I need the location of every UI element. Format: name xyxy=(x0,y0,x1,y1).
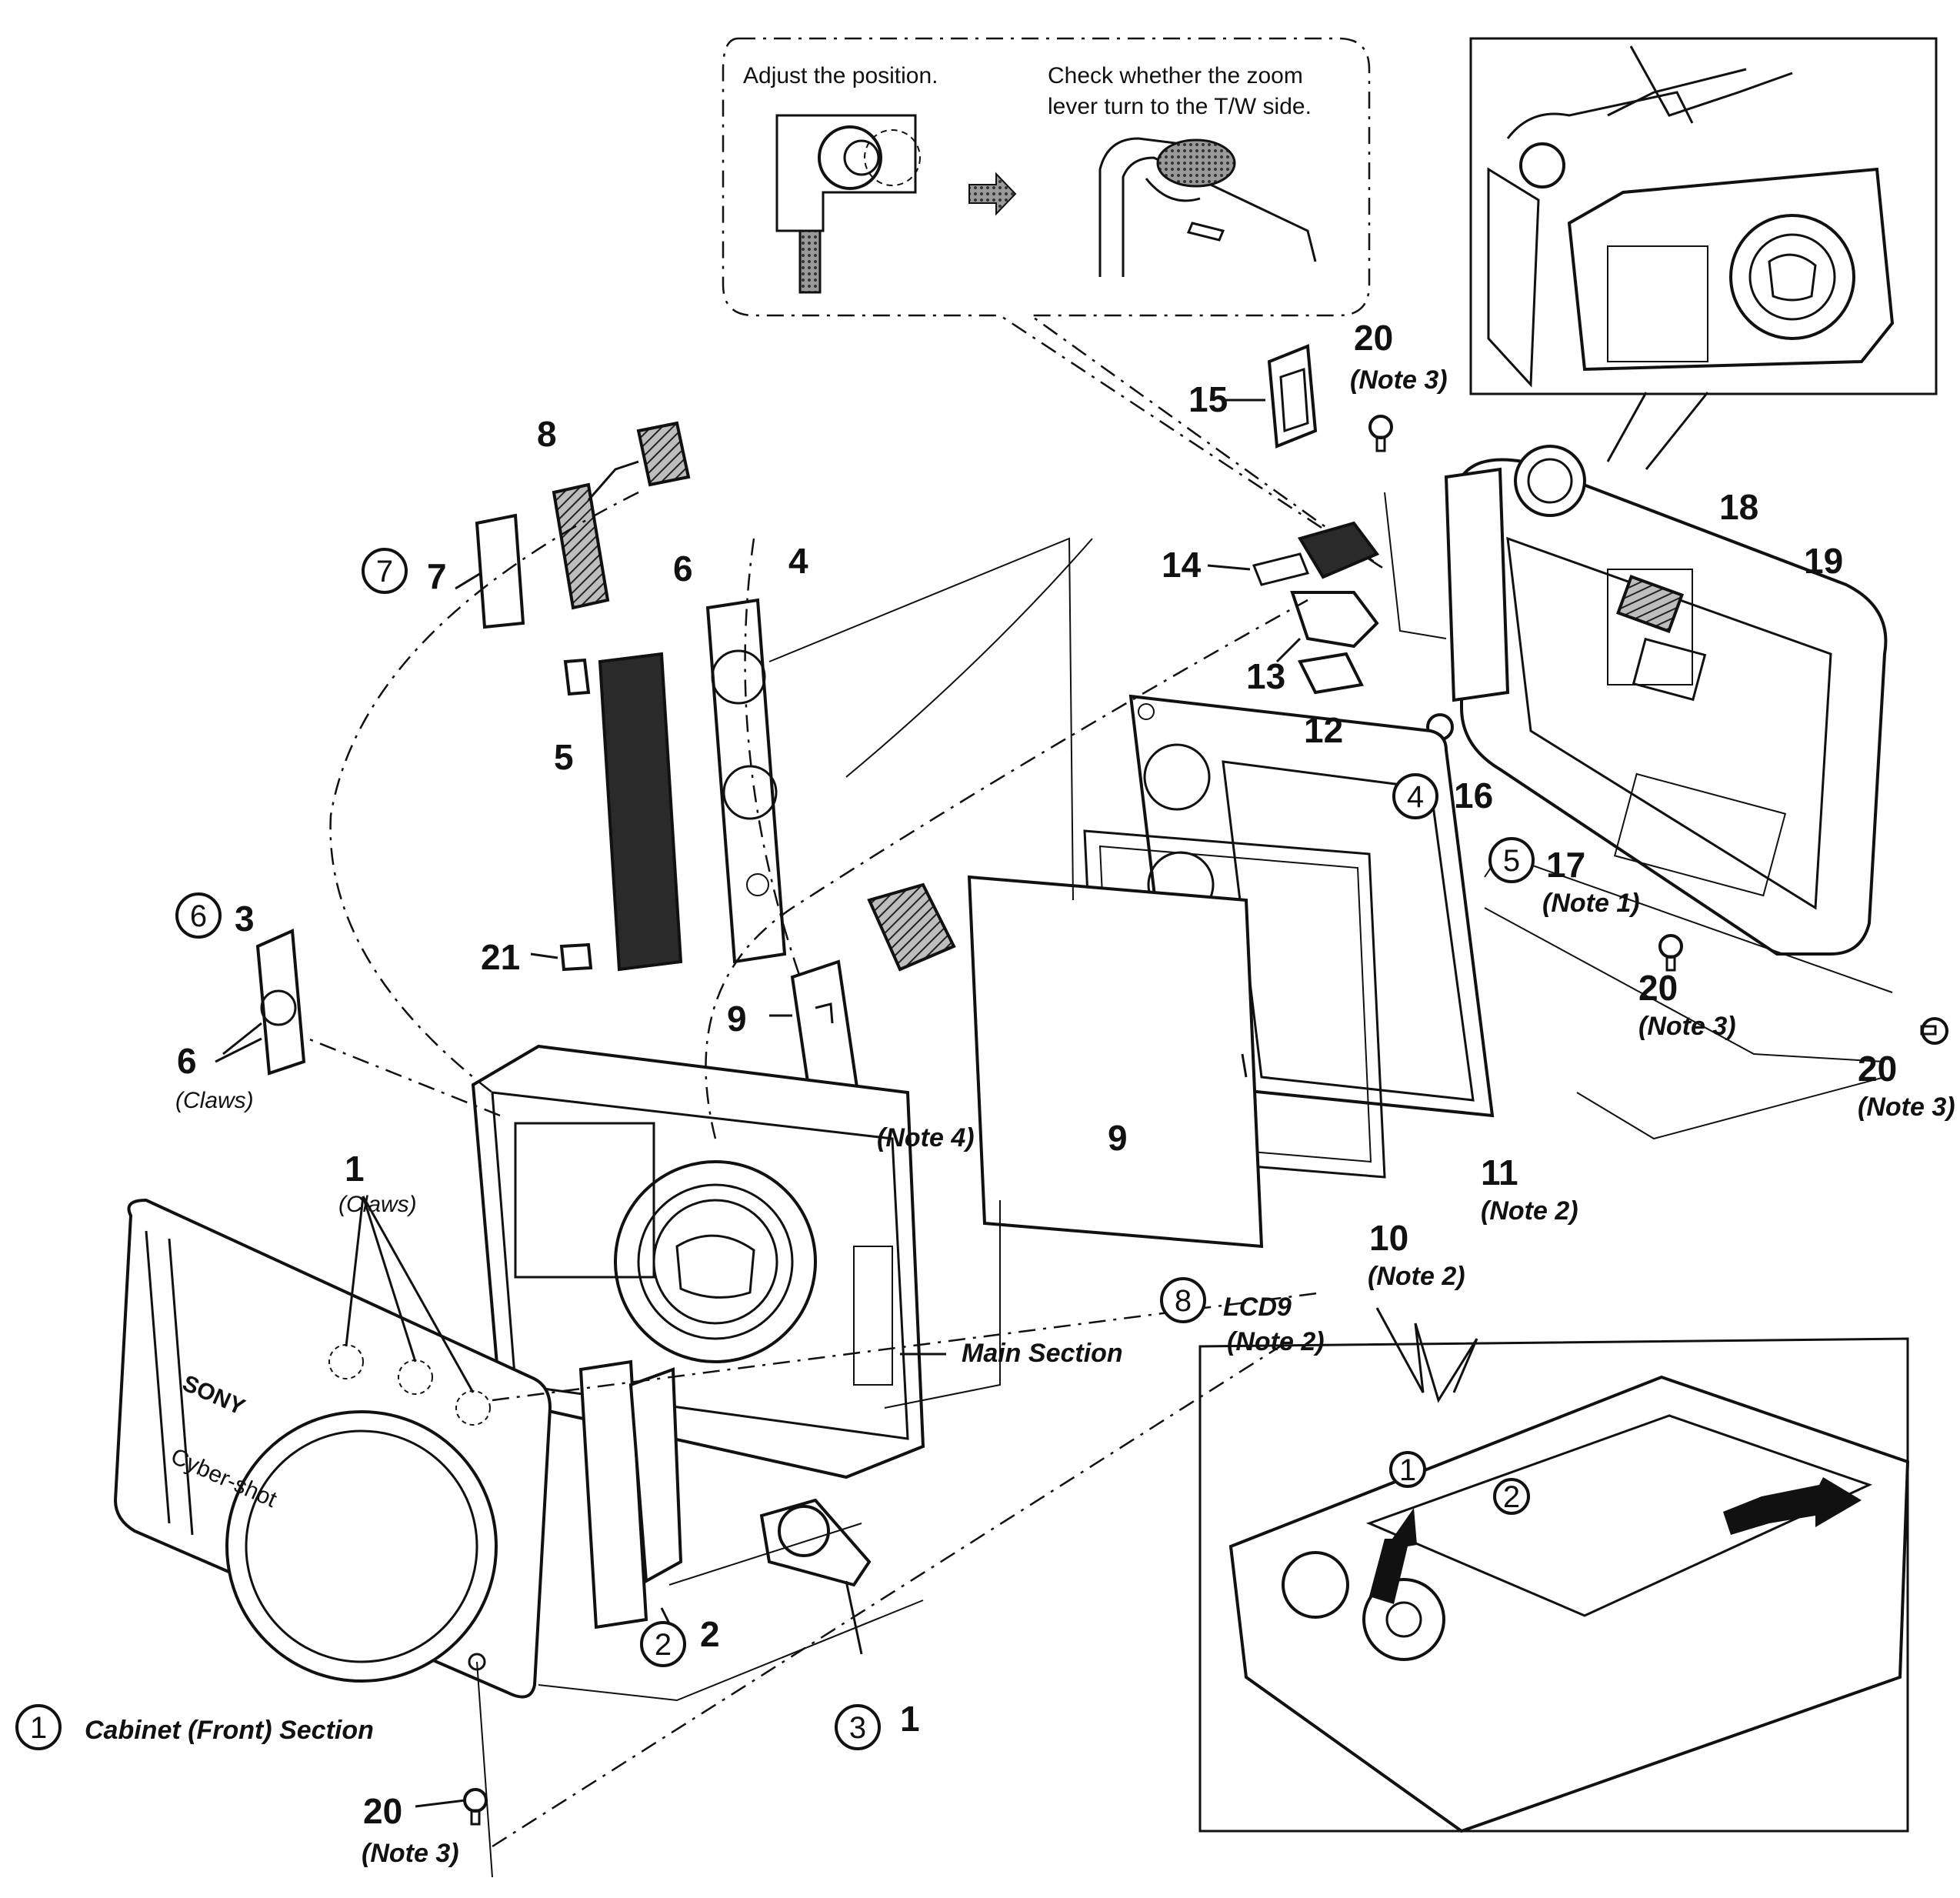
label-part-20-top: 20 xyxy=(1354,318,1393,358)
label-part-3: 3 xyxy=(235,899,255,939)
label-claws-6: (Claws) xyxy=(175,1088,254,1113)
label-part-12: 12 xyxy=(1304,710,1343,750)
step-7-marker: 7 xyxy=(362,548,408,594)
label-part-16: 16 xyxy=(1454,776,1493,816)
inset-step-2-circle xyxy=(1493,1478,1530,1515)
label-main-section: Main Section xyxy=(962,1339,1123,1368)
label-lcd: LCD9 xyxy=(1223,1293,1292,1322)
label-part-9: 9 xyxy=(1108,1118,1128,1158)
label-note2-10: (Note 2) xyxy=(1368,1262,1465,1291)
rear-cabinet-inset xyxy=(1469,37,1938,395)
label-part-18: 18 xyxy=(1719,487,1758,527)
screw-20-top xyxy=(1368,415,1393,452)
label-part-21: 21 xyxy=(481,937,520,977)
part-4-sheet xyxy=(705,598,787,964)
svg-text:4: 4 xyxy=(1407,780,1424,814)
label-part-5: 5 xyxy=(554,737,574,777)
inset-step-1-circle xyxy=(1389,1451,1426,1488)
part-21-tape xyxy=(559,942,593,972)
part-7-cover xyxy=(475,513,525,629)
label-note3-right: (Note 3) xyxy=(1858,1092,1955,1122)
label-note1: (Note 1) xyxy=(1542,889,1640,918)
zoom-lever-sketch xyxy=(1098,137,1317,277)
label-part-7: 7 xyxy=(427,556,447,596)
label-note3-bottom: (Note 3) xyxy=(362,1839,459,1868)
adjustment-callout: Adjust the position. Check whether the z… xyxy=(722,37,1385,571)
svg-text:7: 7 xyxy=(376,555,393,589)
label-part-14: 14 xyxy=(1162,545,1202,585)
label-part-1: 1 xyxy=(900,1699,920,1739)
step-5-marker: 5 xyxy=(1488,837,1535,883)
label-part-1-claws: 1 xyxy=(345,1149,365,1189)
rear-cabinet xyxy=(1444,445,1888,956)
label-part-6-claws: 6 xyxy=(177,1041,197,1081)
step-4-marker: 4 xyxy=(1392,773,1438,819)
callout-right-caption-2: lever turn to the T/W side. xyxy=(1048,94,1312,119)
label-part-13: 13 xyxy=(1246,656,1285,696)
part-5-contact xyxy=(563,658,591,696)
svg-text:6: 6 xyxy=(190,899,207,933)
label-part-4: 4 xyxy=(788,541,808,581)
inset-leader xyxy=(1606,392,1709,470)
screw-20-right xyxy=(1920,1017,1948,1045)
label-part-17: 17 xyxy=(1546,845,1585,885)
label-cabinet-front-section: Cabinet (Front) Section xyxy=(85,1716,374,1745)
svg-text:1: 1 xyxy=(30,1711,47,1745)
label-part-2: 2 xyxy=(700,1614,720,1654)
step-2-marker: 2 xyxy=(640,1621,686,1667)
svg-text:8: 8 xyxy=(1175,1284,1192,1318)
step-8-marker: 8 xyxy=(1160,1277,1206,1323)
label-part-20-mid: 20 xyxy=(1638,968,1678,1008)
label-part-20-right: 20 xyxy=(1858,1049,1897,1089)
label-part-15: 15 xyxy=(1188,379,1228,419)
label-note4: (Note 4) xyxy=(877,1123,975,1152)
label-part-8: 8 xyxy=(537,414,557,454)
callout-right-caption-1: Check whether the zoom xyxy=(1048,63,1303,88)
step-1-marker: 1 xyxy=(15,1704,62,1750)
label-claws-1: (Claws) xyxy=(338,1192,417,1217)
direction-arrow-icon xyxy=(968,172,1017,216)
lcd-removal-inset: 1 2 xyxy=(1198,1337,1910,1833)
part-14-switch xyxy=(1252,521,1380,586)
part-2-cover xyxy=(578,1359,683,1629)
svg-text:2: 2 xyxy=(655,1628,672,1662)
step-3-marker: 3 xyxy=(835,1704,881,1750)
part-1-speaker xyxy=(759,1498,872,1587)
part-8-flex xyxy=(552,421,691,610)
part-15-bracket xyxy=(1267,344,1318,449)
label-note2-lcd: (Note 2) xyxy=(1227,1327,1325,1356)
part-6-board xyxy=(598,652,683,972)
inset-step-2: 2 xyxy=(1503,1480,1520,1514)
svg-text:3: 3 xyxy=(849,1711,866,1745)
part-3-bracket xyxy=(255,929,306,1076)
label-note3-top: (Note 3) xyxy=(1350,365,1448,395)
label-part-9b: 9 xyxy=(727,999,747,1039)
label-part-6: 6 xyxy=(673,549,693,589)
label-note3-mid: (Note 3) xyxy=(1638,1012,1736,1041)
callout-left-caption: Adjust the position. xyxy=(743,63,938,88)
label-note2-11: (Note 2) xyxy=(1481,1196,1578,1226)
zoom-lever-bracket-sketch xyxy=(775,114,921,294)
part-13-plate xyxy=(1290,591,1379,649)
lcd-flex-cable xyxy=(867,882,956,972)
part-12-sheet xyxy=(1298,652,1364,695)
inset-step-1: 1 xyxy=(1399,1453,1416,1487)
part-lcd9-panel xyxy=(967,875,1264,1249)
cabinet-front: SONY Cyber-shot xyxy=(113,1198,552,1699)
label-part-19: 19 xyxy=(1804,541,1843,581)
screw-20-mid xyxy=(1658,934,1683,972)
step-6-marker: 6 xyxy=(175,892,222,939)
screw-20-bottom xyxy=(463,1788,488,1826)
label-part-11: 11 xyxy=(1481,1152,1518,1193)
label-part-10: 10 xyxy=(1369,1218,1408,1258)
label-part-20-bottom: 20 xyxy=(363,1791,402,1831)
svg-text:5: 5 xyxy=(1503,844,1520,878)
inset-pointer xyxy=(1375,1307,1478,1403)
leader-lines xyxy=(215,399,1302,1808)
